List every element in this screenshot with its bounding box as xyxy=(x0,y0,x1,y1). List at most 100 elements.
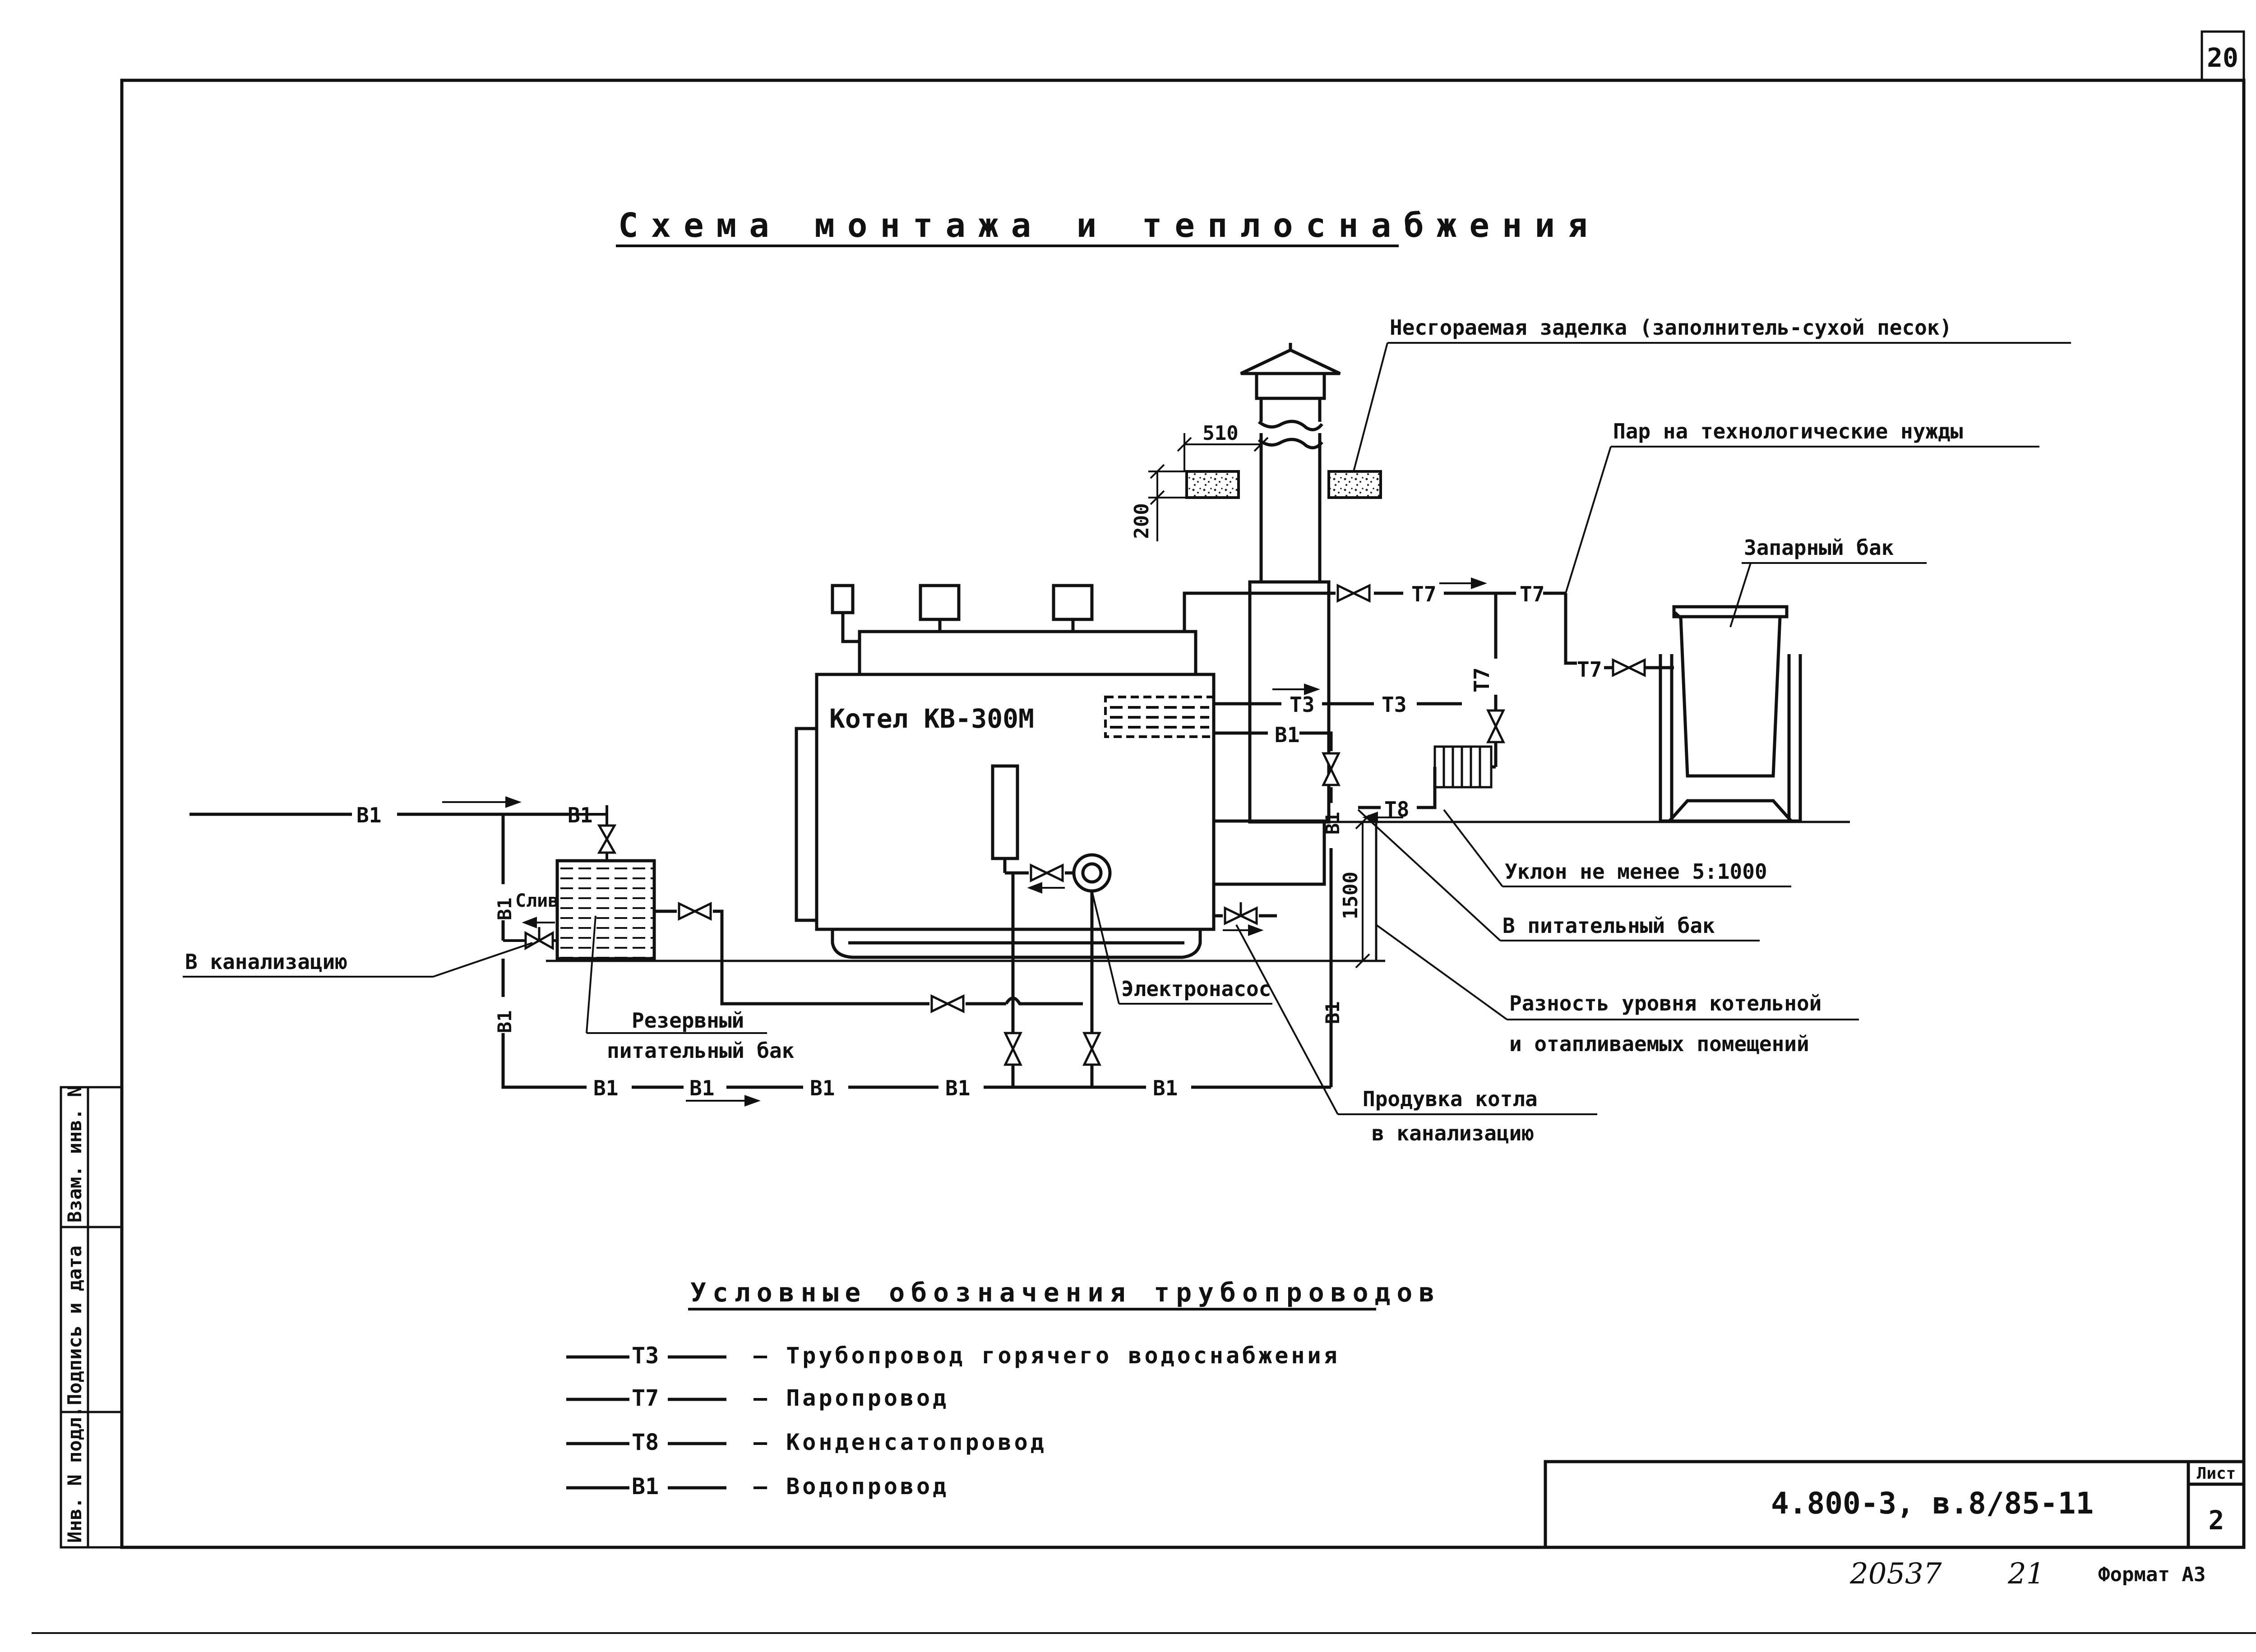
callout-sewer: В канализацию xyxy=(185,950,347,974)
pipe-mark-b1-in: В1 xyxy=(356,803,381,827)
valve-tank-outlet[interactable] xyxy=(678,902,712,921)
dim-200-label: 200 xyxy=(1130,503,1153,539)
valve-drain[interactable] xyxy=(524,927,554,951)
chimney xyxy=(1240,343,1341,824)
legend-desc-t3: — Трубопровод горячего водоснабжения xyxy=(754,1343,1340,1369)
callout-level-diff-1: Разность уровня котельной xyxy=(1509,991,1821,1015)
fireproof-seal-left xyxy=(1185,470,1240,499)
pipe-pump xyxy=(1005,871,1094,1087)
handwritten-page: 21 xyxy=(2007,1557,2044,1591)
pipe-mark-b1-bot-3: В1 xyxy=(810,1076,835,1100)
drawing-title: Схема монтажа и теплоснабжения xyxy=(618,206,1600,245)
callout-fireproof-seal: Несгораемая заделка (заполнитель-сухой п… xyxy=(1390,315,1952,340)
drain-label: Слив xyxy=(515,891,559,911)
dimension-510 xyxy=(1177,433,1269,471)
fireproof-seal-right xyxy=(1327,470,1382,499)
stamp-inv-podl: Инв. N подл. xyxy=(64,1406,86,1543)
side-stamp: Инв. N подл. Подпись и дата Взам. инв. N xyxy=(60,1086,123,1549)
flow-arrows xyxy=(1439,577,1487,589)
pipe-mark-b1-riser: В1 xyxy=(1322,812,1344,835)
page-number: 20 xyxy=(2207,42,2238,73)
dimension-200 xyxy=(1148,464,1187,541)
flow-arrow-t3 xyxy=(1272,683,1320,695)
legend-row-t7: Т7 — Паропровод xyxy=(566,1385,949,1411)
list-number: 2 xyxy=(2209,1505,2224,1536)
pipe-t8 xyxy=(1358,765,1496,809)
callout-blowdown-2: в канализацию xyxy=(1372,1121,1534,1145)
pipe-mark-b1-left-1: В1 xyxy=(494,897,516,920)
flow-arrow-main xyxy=(442,796,761,1107)
reserve-tank xyxy=(503,805,656,960)
valve-pump-left[interactable] xyxy=(1003,1032,1022,1066)
pipe-mark-b1-bot-2: В1 xyxy=(689,1076,714,1100)
legend-code-t7: Т7 xyxy=(632,1385,659,1411)
flow-arrow-t8 xyxy=(1362,812,1403,823)
legend-code-t8: Т8 xyxy=(632,1429,659,1455)
callout-steam-tank: Запарный бак xyxy=(1744,535,1894,560)
legend-desc-b1: — Водопровод xyxy=(754,1473,949,1500)
callout-feed-tank: В питательный бак xyxy=(1502,914,1715,938)
legend-row-t3: Т3 — Трубопровод горячего водоснабжения xyxy=(566,1343,1340,1369)
pipe-mark-t7-4: Т7 xyxy=(1470,668,1494,692)
format-label: Формат А3 xyxy=(2098,1563,2205,1586)
pipe-mark-b1-boiler: В1 xyxy=(1275,723,1299,747)
callout-steam-needs: Пар на технологические нужды xyxy=(1613,419,1963,443)
list-label: Лист xyxy=(2197,1464,2236,1483)
valve-t7-tank[interactable] xyxy=(1612,658,1646,677)
callout-pump: Электронасос xyxy=(1121,977,1271,1001)
valve-pump-right[interactable] xyxy=(1082,1032,1101,1066)
flow-arrow-pump xyxy=(1027,882,1065,894)
dimension-1500 xyxy=(1355,814,1370,969)
pipe-mark-b1-bot-1: В1 xyxy=(593,1076,618,1100)
heat-exchanger xyxy=(1104,696,1215,738)
legend-title: Условные обозначения трубопроводов xyxy=(690,1277,1441,1308)
legend-row-b1: В1 — Водопровод xyxy=(566,1473,949,1500)
legend-row-t8: Т8 — Конденсатопровод xyxy=(566,1429,1047,1455)
legend-code-b1: В1 xyxy=(632,1473,659,1500)
legend-desc-t8: — Конденсатопровод xyxy=(754,1429,1047,1455)
pipe-mark-b1-bot-5: В1 xyxy=(1153,1076,1178,1100)
electric-pump xyxy=(1072,853,1112,893)
boiler xyxy=(795,584,1326,959)
pipe-mark-b1-tank-top: В1 xyxy=(568,803,592,827)
pipe-mark-t7-1: Т7 xyxy=(1411,582,1436,606)
stamp-podpis-data: Подпись и дата xyxy=(64,1246,86,1405)
callout-slope: Уклон не менее 5:1000 xyxy=(1505,859,1767,884)
dim-1500-label: 1500 xyxy=(1339,872,1362,919)
pipe-mark-t3-1: Т3 xyxy=(1290,692,1314,717)
flow-arrow-blowdown xyxy=(1223,924,1264,936)
valve-pump-bypass[interactable] xyxy=(1030,863,1064,882)
handwritten-number: 20537 xyxy=(1849,1557,1942,1591)
sheet-frame xyxy=(32,30,2256,1634)
pipe-mark-b1-bot-4: В1 xyxy=(945,1076,970,1100)
pipe-mark-t7-3: Т7 xyxy=(1577,657,1602,682)
boiler-label: Котел КВ-300М xyxy=(829,703,1034,734)
pipe-mark-t3-2: Т3 xyxy=(1382,692,1406,717)
valve-b1-boiler[interactable] xyxy=(1322,752,1341,786)
pipe-mark-b1-riser-2: В1 xyxy=(1322,1001,1344,1024)
doc-code: 4.800-3, в.8/85-11 xyxy=(1771,1486,2094,1521)
pipe-mark-b1-left-2: В1 xyxy=(494,1010,516,1033)
callout-reserve-tank-2: питательный бак xyxy=(607,1038,794,1063)
valve-t7-vertical[interactable] xyxy=(1486,709,1505,743)
flow-arrow-drain xyxy=(522,917,555,928)
legend-desc-t7: — Паропровод xyxy=(754,1385,949,1411)
callout-blowdown-1: Продувка котла xyxy=(1363,1087,1538,1111)
pipe-b1-boiler xyxy=(1214,731,1333,1087)
legend-code-t3: Т3 xyxy=(632,1343,659,1369)
steam-tank xyxy=(1659,605,1802,823)
radiator xyxy=(1433,745,1493,789)
valve-t7-main[interactable] xyxy=(1336,584,1371,603)
valve-blowdown[interactable] xyxy=(1224,902,1258,925)
title-block xyxy=(1544,1460,2246,1549)
valve-tank-top[interactable] xyxy=(597,824,617,854)
callout-reserve-tank-1: Резервный xyxy=(632,1008,744,1033)
valve-pump-line[interactable] xyxy=(930,994,965,1013)
pipe-mark-t8: Т8 xyxy=(1384,797,1409,821)
callout-level-diff-2: и отапливаемых помещений xyxy=(1509,1032,1809,1056)
pipe-b1-main xyxy=(190,812,1331,1089)
pipe-mark-t7-2: Т7 xyxy=(1520,582,1544,606)
stamp-vzam-inv: Взам. инв. N xyxy=(64,1086,86,1223)
